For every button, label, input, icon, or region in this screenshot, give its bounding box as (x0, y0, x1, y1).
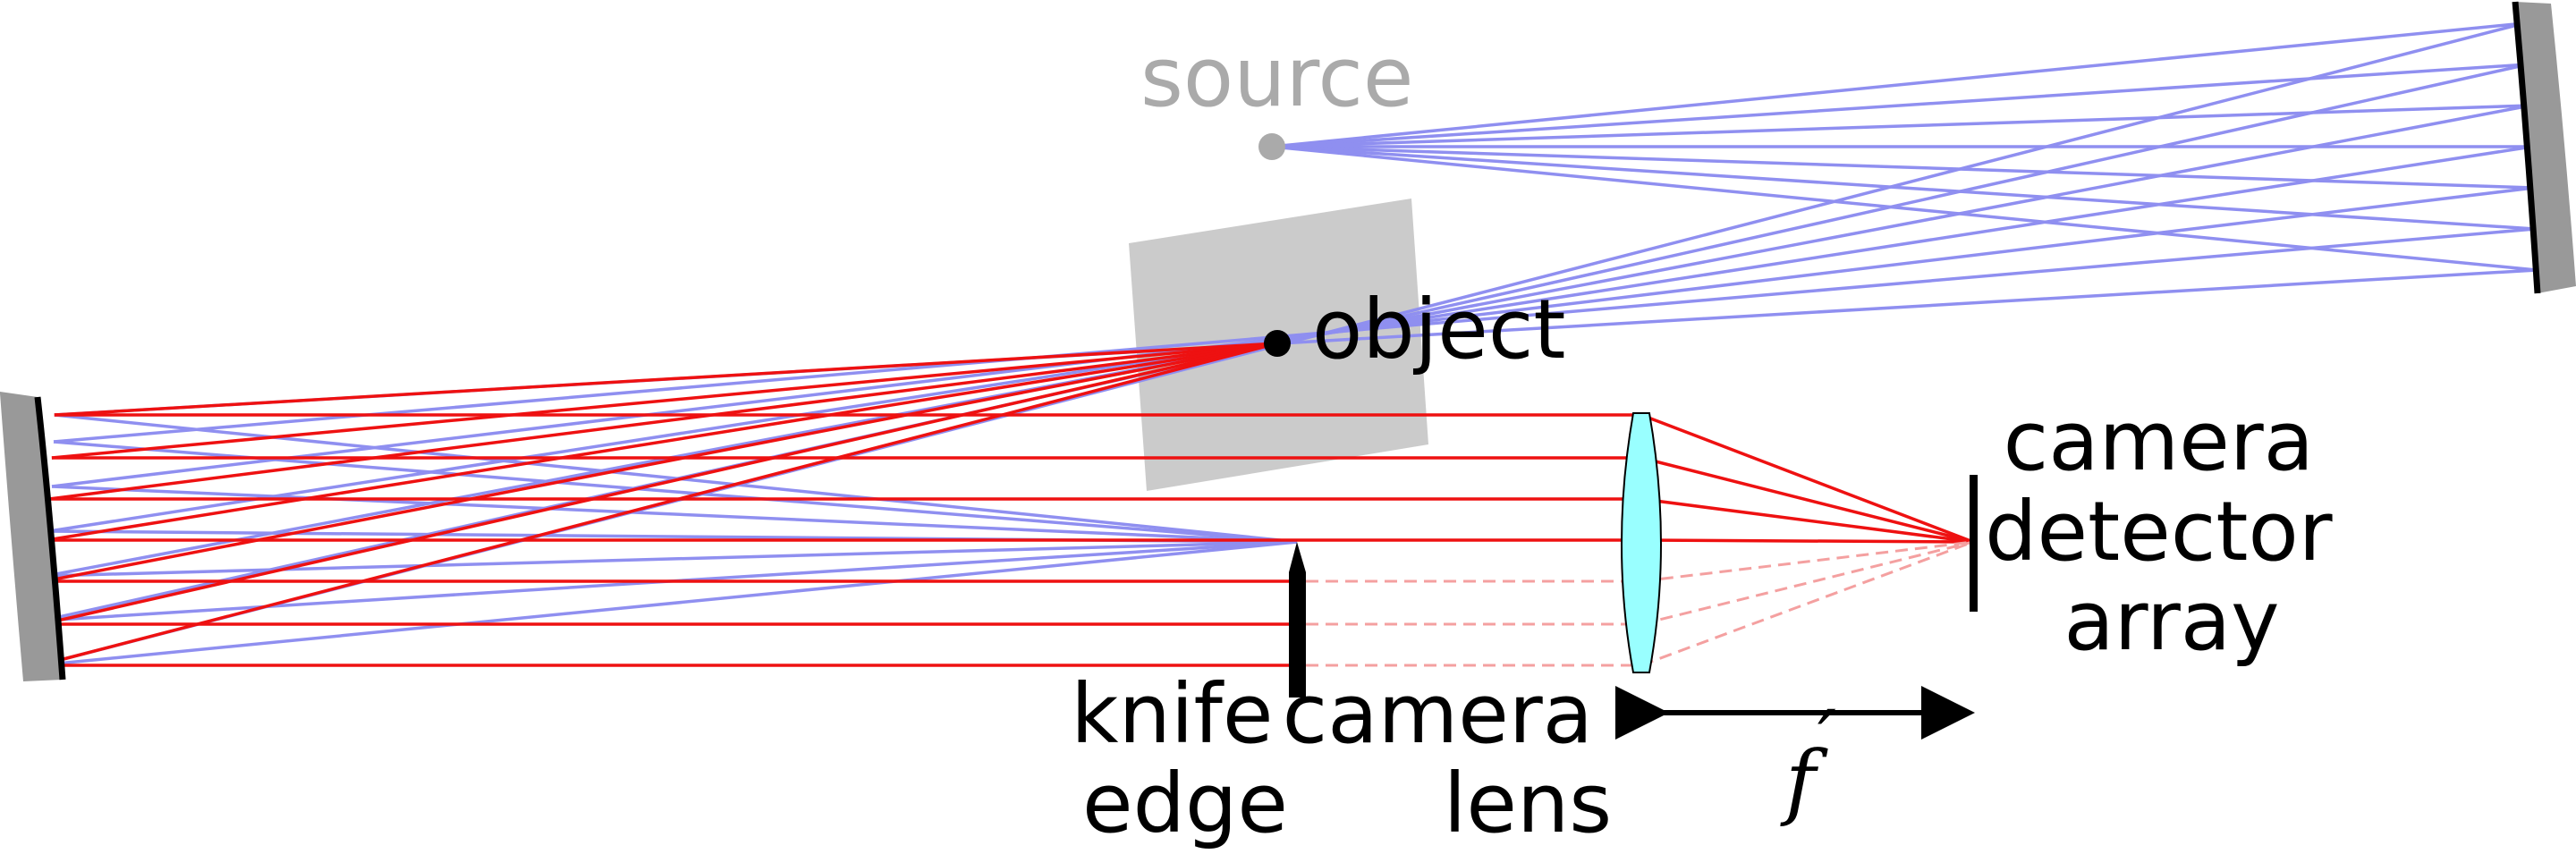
blocked-ray (1640, 540, 1974, 626)
object-ray (1640, 456, 1974, 544)
blocked-rays (1306, 540, 1974, 667)
object-ray (44, 342, 1278, 583)
right-mirror (2512, 1, 2576, 294)
illumination-ray (38, 540, 1298, 667)
object-ray (48, 342, 1278, 501)
object-point (1264, 330, 1291, 357)
source-label: source (1140, 30, 1414, 125)
knife-edge (1289, 542, 1306, 698)
illumination-ray (1271, 145, 2536, 231)
illumination-ray (1271, 145, 2538, 272)
blocked-ray (1640, 540, 1974, 583)
illumination-ray (46, 540, 1298, 578)
camera-lens-label: camera lens (1283, 666, 1620, 851)
detector-array-label: camera detector array (1985, 393, 2359, 669)
object-rays (38, 342, 1974, 667)
camera-lens (1621, 412, 1662, 673)
object-ray (1640, 497, 1974, 544)
illumination-ray (1271, 104, 2531, 148)
object-ray (54, 342, 1278, 417)
object-ray (1640, 413, 1974, 544)
illumination-ray (1271, 21, 2525, 148)
left-mirror (0, 392, 66, 681)
object-ray (1640, 538, 1974, 544)
object-ray (41, 342, 1278, 626)
object-label: object (1312, 282, 1566, 377)
detector-array (1970, 475, 1978, 612)
illumination-ray (1271, 63, 2529, 148)
illumination-ray (54, 413, 1298, 544)
illumination-ray (51, 485, 1298, 544)
illumination-ray (51, 186, 2535, 488)
object-ray (47, 342, 1278, 542)
object-ray (51, 342, 1278, 460)
object-ray (38, 342, 1278, 667)
illumination-ray (1271, 145, 2535, 190)
knife-edge-label: knife edge (1071, 666, 1299, 851)
source-point (1258, 133, 1285, 160)
focal-length-prime: ′ (1818, 693, 1836, 789)
illumination-ray (53, 227, 2536, 444)
